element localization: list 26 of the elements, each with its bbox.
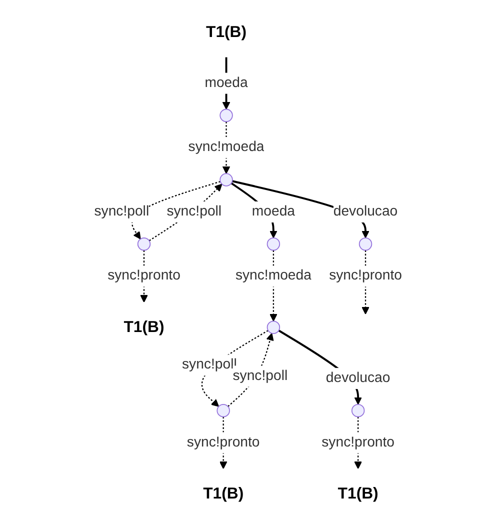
node-point	[220, 173, 233, 186]
edge-label: sync!pronto	[329, 268, 402, 284]
edge-label: sync!pronto	[186, 434, 260, 450]
edge-label: sync!pronto	[322, 434, 395, 450]
node-point	[351, 404, 365, 418]
edge-label: moeda	[252, 204, 296, 219]
edge-label: sync!poll	[166, 204, 222, 219]
node-point	[220, 108, 233, 122]
edge-label: sync!pronto	[108, 268, 180, 284]
node-text: T1(B)	[203, 484, 244, 502]
edge-label: sync!poll	[94, 204, 150, 219]
node-text: T1(B)	[124, 318, 164, 336]
edge-label: devolucao	[326, 370, 390, 386]
node-point	[358, 237, 372, 251]
node-text: T1(B)	[338, 484, 378, 502]
arrow	[148, 184, 222, 242]
edge-label: moeda	[204, 75, 248, 90]
node-point	[266, 237, 280, 251]
edge-label: sync!moeda	[188, 140, 264, 155]
arrow	[232, 180, 370, 238]
node-point	[266, 320, 280, 334]
node-point	[216, 404, 230, 418]
edge-label: sync!moeda	[235, 268, 312, 284]
node-text: T1(B)	[206, 22, 247, 41]
node-point	[137, 237, 151, 251]
edge-label: devolucao	[333, 204, 398, 219]
